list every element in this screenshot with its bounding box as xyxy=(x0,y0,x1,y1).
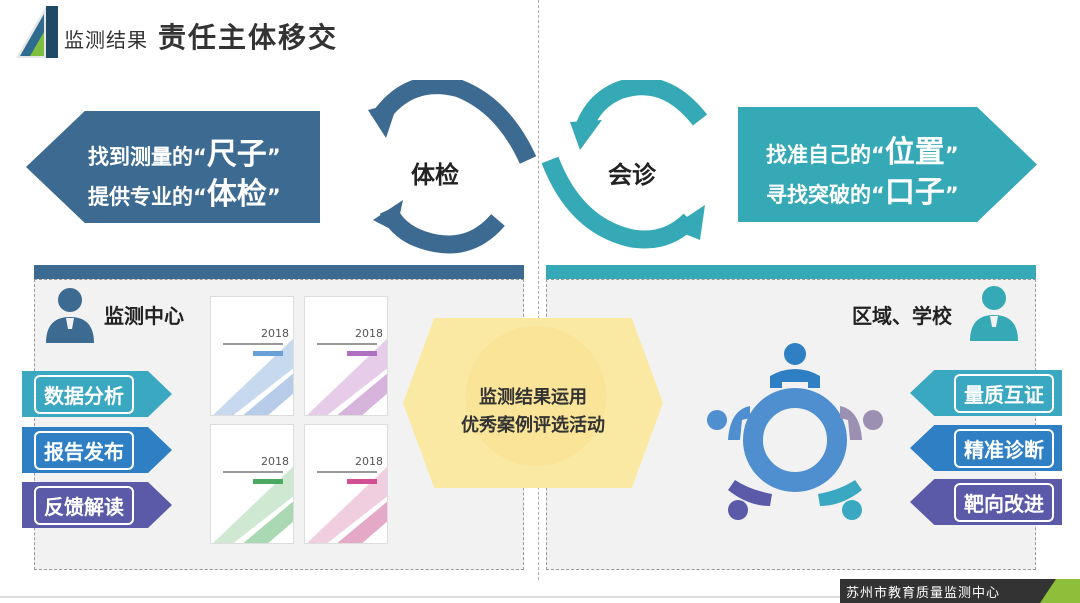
left-cycle-arrows-icon xyxy=(368,80,537,254)
cycle-label-consultation: 会诊 xyxy=(608,161,656,189)
team-circle-icon xyxy=(707,343,883,520)
right-arrow-line1: 找准自己的“位置” xyxy=(766,135,959,170)
cycle-label-checkup: 体检 xyxy=(411,161,459,189)
left-arrow-line2: 提供专业的“体检” xyxy=(88,177,281,212)
action-data-analysis: 数据分析 xyxy=(22,371,172,417)
left-arrow-line1: 找到测量的“尺子” xyxy=(88,137,281,172)
action-feedback-interpretation: 反馈解读 xyxy=(22,482,172,528)
monitoring-center-label: 监测中心 xyxy=(104,304,184,328)
center-badge-line1: 监测结果运用 xyxy=(479,387,587,408)
center-badge-circle xyxy=(466,326,606,466)
header-subtitle: 监测结果 xyxy=(64,28,148,52)
action-targeted-improvement: 靶向改进 xyxy=(910,479,1062,525)
action-precise-diagnosis: 精准诊断 xyxy=(910,425,1062,471)
action-report-release: 报告发布 xyxy=(22,427,172,473)
report-cover: 2018 xyxy=(304,296,388,416)
center-divider xyxy=(538,0,539,580)
page-title: 责任主体移交 xyxy=(158,21,339,54)
left-arrow-banner: 找到测量的“尺子” 提供专业的“体检” xyxy=(26,111,320,223)
person-icon xyxy=(970,286,1018,341)
person-icon xyxy=(46,288,94,343)
right-cycle-arrows-icon xyxy=(541,80,708,249)
report-cover: 2018 xyxy=(210,424,294,544)
footer-org: 苏州市教育质量监测中心 xyxy=(840,579,1080,603)
report-cover: 2018 xyxy=(210,296,294,416)
center-badge-line2: 优秀案例评选活动 xyxy=(461,415,605,436)
right-arrow-line2: 寻找突破的“口子” xyxy=(766,175,959,210)
logo-icon xyxy=(16,6,58,58)
right-arrow-banner: 找准自己的“位置” 寻找突破的“口子” xyxy=(738,107,1037,222)
region-school-label: 区域、学校 xyxy=(852,304,952,328)
right-panel-bar xyxy=(546,265,1036,279)
footer-rule xyxy=(0,596,840,598)
action-quality-verification: 量质互证 xyxy=(910,370,1062,416)
left-panel-bar xyxy=(34,265,524,279)
report-cover: 2018 xyxy=(304,424,388,544)
